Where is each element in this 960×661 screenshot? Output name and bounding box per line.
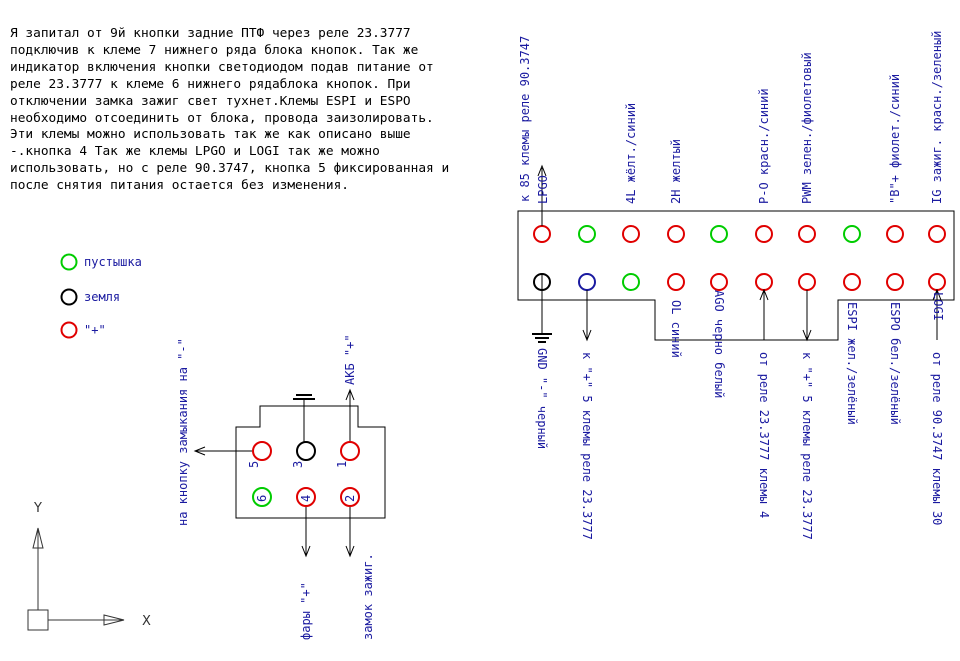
- pin-top-6: [755, 225, 773, 243]
- pin-num-4: 4: [299, 495, 313, 502]
- x-axis-label: X: [142, 614, 151, 629]
- small-pin-2: [340, 487, 360, 507]
- arrow-head-left: [193, 446, 206, 456]
- small-connector-labels: на кнопку замыкания на "-" АКБ "+" фары …: [176, 334, 375, 640]
- pin-bottom-3: [622, 273, 640, 291]
- pin-bottom-8: [843, 273, 861, 291]
- small-pin-6: [252, 487, 272, 507]
- small-pin-5: [252, 441, 272, 461]
- label-bottom-rele30: от реле 90.3747 клемы 30: [930, 352, 944, 525]
- pin-bottom-4: [667, 273, 685, 291]
- y-axis-label: Y: [33, 501, 42, 516]
- label-bottom-plus5b: к "+" 5 клемы реле 23.3777: [800, 352, 814, 540]
- axis-origin-box: [27, 609, 49, 631]
- arrow-head-down-fary: [301, 545, 311, 558]
- arrow-head-down-zamok: [345, 545, 355, 558]
- paragraph-line: после снятия питания остается без измене…: [10, 178, 349, 194]
- label-akb: АКБ "+": [343, 334, 357, 385]
- paragraph-line: использовать, но с реле 90.3747, кнопка …: [10, 161, 450, 177]
- legend-green-circle: [60, 253, 78, 271]
- pin-num-6: 6: [255, 495, 269, 502]
- pin-bottom-9: [886, 273, 904, 291]
- pin-top-4: [667, 225, 685, 243]
- label-fary: фары "+": [299, 582, 313, 640]
- label-bottom-ol: OL синий: [669, 300, 683, 358]
- legend-red-circle: [60, 321, 78, 339]
- pin-top-8: [843, 225, 861, 243]
- legend-black-circle: [60, 288, 78, 306]
- paragraph-line: Я запитал от 9й кнопки задние ПТФ через …: [10, 26, 411, 41]
- y-axis-arrow: [32, 527, 44, 549]
- label-left-button: на кнопку замыкания на "-": [176, 338, 190, 526]
- small-connector: [193, 388, 386, 558]
- paragraph-line: реле 23.3777 к клеме 6 нижнего рядаблока…: [10, 76, 411, 92]
- button-block-connector: [517, 210, 955, 341]
- pin-top-10: [928, 225, 946, 243]
- label-bottom-espo: ESPO бел./зелёный: [888, 302, 902, 425]
- pin-bottom-7: [798, 273, 816, 291]
- label-zamok: замок зажиг.: [361, 553, 375, 640]
- paragraph-line: -.кнопка 4 Так же клемы LPGO и LOGI так …: [10, 144, 380, 160]
- label-top-pwm: PWM зелен./фиолетовый: [800, 52, 814, 204]
- top-row-pins: [533, 225, 946, 243]
- connector-outline: [517, 210, 955, 341]
- label-bottom-espi: ESPI жел./зелёный: [845, 302, 859, 425]
- label-top-po: P-O красн./синий: [757, 88, 771, 204]
- pin-top-2: [578, 225, 596, 243]
- small-connector-pin-numbers: 5 3 1 6 4 2: [247, 461, 357, 502]
- label-bottom-gnd: GND "-" черный: [535, 348, 549, 449]
- bottom-row-pins: [533, 273, 946, 291]
- arrow-head-up-akb: [345, 388, 355, 401]
- pin-bottom-5: [710, 273, 728, 291]
- pin-top-3: [622, 225, 640, 243]
- top-labels: к 85 клемы реле 90.3747 LPGO 4L жёлт./си…: [518, 31, 944, 204]
- pin-bottom-2: [578, 273, 596, 291]
- description-paragraph: Я запитал от 9й кнопки задние ПТФ через …: [10, 26, 510, 195]
- label-top-ig: IG зажиг. красн./зеленый: [930, 31, 944, 204]
- small-pin-1: [340, 441, 360, 461]
- pin-num-3: 3: [291, 461, 305, 468]
- arrow-head-down: [582, 329, 592, 342]
- pin-num-5: 5: [247, 461, 261, 468]
- arrow-head-up-2: [759, 288, 769, 301]
- small-connector-pins: [252, 441, 360, 507]
- pin-num-1: 1: [335, 461, 349, 468]
- small-connector-outline: [235, 405, 386, 519]
- pin-num-2: 2: [343, 495, 357, 502]
- label-top-lpgo: LPGO: [536, 175, 550, 204]
- pin-bottom-6: [755, 273, 773, 291]
- label-top-b: "B"+ фиолет./синий: [888, 74, 902, 204]
- legend-label-ground: земля: [84, 290, 120, 304]
- pin-top-5: [710, 225, 728, 243]
- label-top-2h: 2H желтый: [669, 139, 683, 204]
- paragraph-line: необходимо отсоединить от блока, провода…: [10, 110, 434, 126]
- pin-top-7: [798, 225, 816, 243]
- small-pin-4: [296, 487, 316, 507]
- label-bottom-ago: AGO черно белый: [712, 290, 726, 398]
- arrow-head-down-2: [802, 329, 812, 342]
- legend-label-plus: "+": [84, 323, 106, 337]
- paragraph-line: Эти клемы можно использовать так же как …: [10, 127, 411, 143]
- small-pin-3: [296, 441, 316, 461]
- label-top-4l: 4L жёлт./синий: [624, 103, 638, 204]
- legend-label-dummy: пустышка: [84, 255, 142, 269]
- bottom-labels: GND "-" черный к "+" 5 клемы реле 23.377…: [535, 290, 945, 540]
- pin-bottom-10: [928, 273, 946, 291]
- paragraph-line: подключив к клеме 7 нижнего ряда блока к…: [10, 42, 419, 58]
- right-block-wires: [532, 164, 942, 343]
- paragraph-line: индикатор включения кнопки светодиодом п…: [10, 59, 434, 75]
- legend: пустышка земля "+": [60, 253, 142, 339]
- ucs-axis-icon: [27, 527, 125, 631]
- pin-top-1: [533, 225, 551, 243]
- label-bottom-logi: LOGI: [931, 292, 945, 321]
- arrow-head-up-3: [932, 288, 942, 301]
- pin-top-9: [886, 225, 904, 243]
- paragraph-line: отключении замка зажиг свет тухнет.Клемы…: [10, 93, 411, 109]
- label-bottom-plus5: к "+" 5 клемы реле 23.3777: [580, 352, 594, 540]
- label-top-1: к 85 клемы реле 90.3747: [518, 36, 532, 202]
- x-axis-arrow: [103, 614, 125, 626]
- label-bottom-rele4: от реле 23.3777 клемы 4: [757, 352, 771, 518]
- arrow-head-up: [537, 164, 547, 177]
